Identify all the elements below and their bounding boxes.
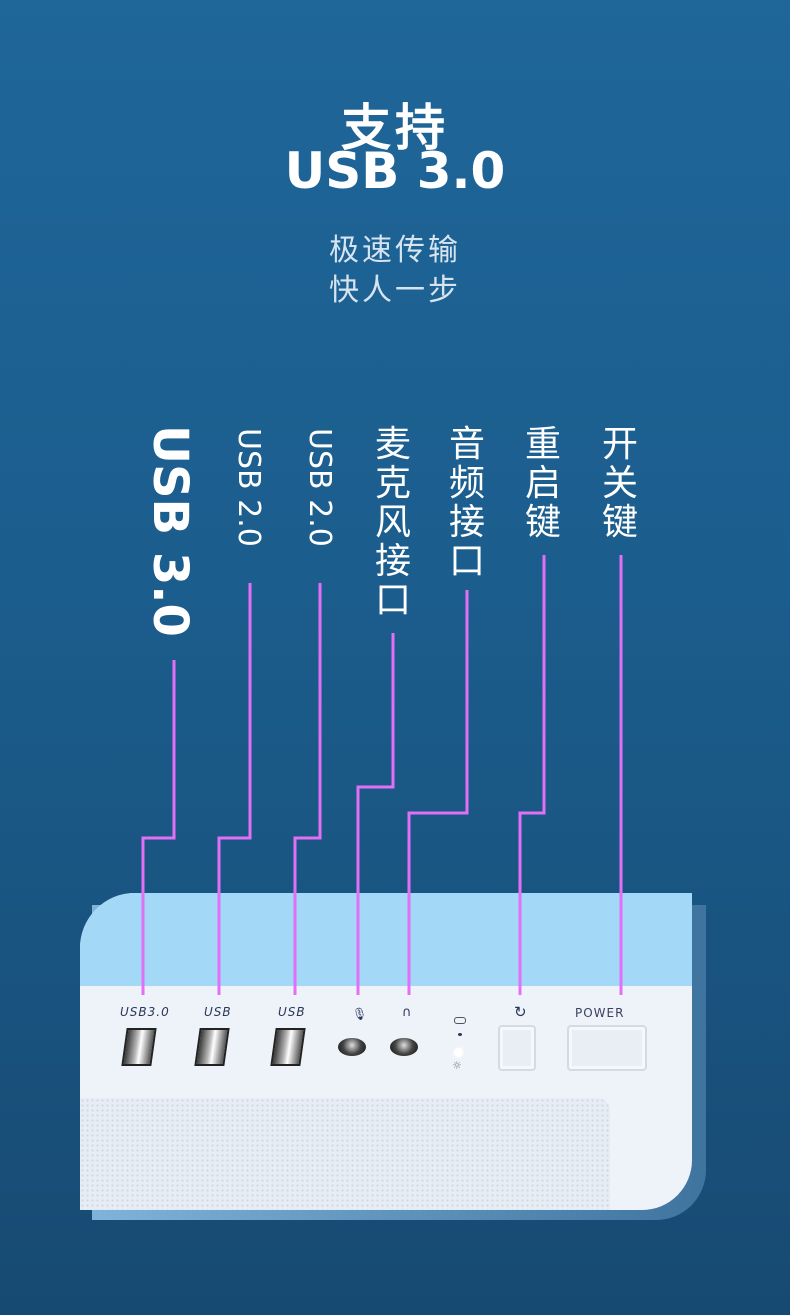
usb-port-label-1: USB: [204, 1005, 232, 1019]
mesh-grille: [80, 1098, 610, 1210]
line-reset: [518, 555, 546, 995]
power-led-icon: ☼: [452, 1059, 462, 1072]
reset-button: [498, 1025, 536, 1071]
line-audio: [407, 590, 469, 995]
line-usb20-1: [217, 583, 252, 995]
usb-port-label-2: USB: [278, 1005, 306, 1019]
front-panel-photo: USB3.0 USB USB 🎙 ∩ ☼ ↻ POWER: [80, 893, 692, 1210]
mic-jack: [338, 1038, 366, 1056]
callout-power: 开关键: [601, 424, 638, 543]
line-usb20-2: [293, 583, 322, 995]
line-usb30: [141, 660, 176, 995]
power-led: [454, 1048, 463, 1057]
hdd-led-icon: [454, 1017, 466, 1024]
power-button: [567, 1025, 647, 1071]
hdd-led: [458, 1033, 462, 1036]
callout-audio: 音频接口: [448, 424, 485, 582]
callout-reset: 重启键: [524, 424, 561, 543]
title-line-1: 支持: [341, 99, 449, 157]
subtitle-line-2: 快人一步: [329, 273, 461, 308]
microphone-icon: 🎙: [352, 1007, 368, 1021]
power-label: POWER: [575, 1006, 625, 1020]
audio-jack: [390, 1038, 418, 1056]
panel-top-surface: [80, 893, 692, 986]
headphone-icon: ∩: [402, 1005, 412, 1020]
line-mic: [356, 633, 395, 995]
usb30-port-label: USB3.0: [120, 1005, 170, 1019]
reset-icon: ↻: [514, 1003, 527, 1021]
callout-mic: 麦克风接口: [374, 424, 411, 621]
subtitle-line-1: 极速传输: [329, 233, 461, 268]
title-line-2: USB 3.0: [284, 142, 506, 200]
